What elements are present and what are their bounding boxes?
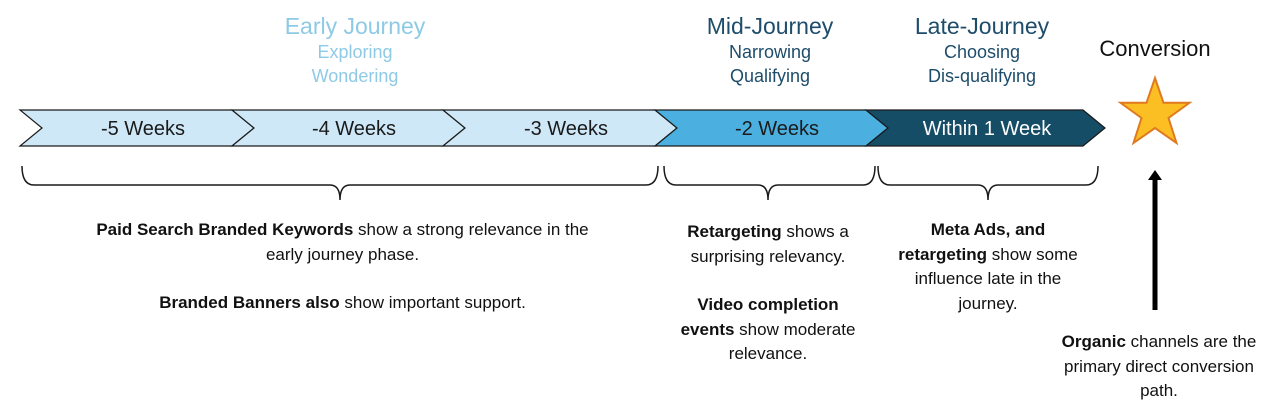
description-early: Paid Search Branded Keywords show a stro…: [80, 218, 605, 316]
description-mid-p2: Video completion events show moderate re…: [672, 293, 864, 367]
description-early-p1-bold: Paid Search Branded Keywords: [96, 220, 354, 239]
description-conversion-p1: Organic channels are the primary direct …: [1043, 330, 1275, 404]
segment-label: -4 Weeks: [312, 118, 396, 140]
segment-label: Within 1 Week: [923, 118, 1053, 140]
description-late-p1: Meta Ads, and retargeting show some infl…: [890, 218, 1086, 316]
description-early-p2: Branded Banners also show important supp…: [80, 291, 605, 316]
conversion-title: Conversion: [1099, 36, 1211, 61]
description-mid-p2-bold: Video completion events: [680, 295, 839, 339]
description-early-p1-text: show a strong relevance in the early jou…: [265, 220, 589, 264]
segment-within-1-week: [864, 109, 1106, 147]
description-early-p1: Paid Search Branded Keywords show a stro…: [80, 218, 605, 267]
segment-label: -2 Weeks: [735, 118, 819, 140]
phase-early: Early Journey Exploring Wondering: [255, 12, 455, 88]
description-conversion-p1-text: channels are the primary direct conversi…: [1064, 332, 1257, 400]
arrow-up-icon: [1148, 170, 1162, 310]
phase-late: Late-Journey Choosing Dis-qualifying: [882, 12, 1082, 88]
segment-label: -5 Weeks: [101, 118, 185, 140]
description-mid: Retargeting shows a surprising relevancy…: [672, 220, 864, 367]
description-early-p2-text: show important support.: [339, 293, 526, 312]
description-conversion: Organic channels are the primary direct …: [1043, 330, 1275, 404]
phase-mid-sub2: Qualifying: [729, 66, 811, 86]
description-conversion-p1-bold: Organic: [1061, 332, 1126, 351]
phase-early-sub1: Exploring: [317, 42, 393, 62]
description-mid-p1-text: shows a surprising relevancy.: [690, 222, 849, 266]
phase-mid-sub1: Narrowing: [728, 42, 812, 62]
phase-early-title: Early Journey: [284, 13, 426, 39]
description-late-p1-text: show some influence late in the journey.: [914, 244, 1078, 313]
star-icon: [1117, 74, 1193, 146]
brace-late: [877, 165, 1099, 201]
segment-label: -3 Weeks: [524, 118, 608, 140]
phase-late-sub2: Dis-qualifying: [927, 66, 1037, 86]
description-mid-p1: Retargeting shows a surprising relevancy…: [672, 220, 864, 269]
timeline-bar: -5 Weeks -4 Weeks -3 Weeks -2 Weeks With…: [18, 109, 1106, 147]
brace-early: [21, 165, 659, 201]
description-early-p2-bold: Branded Banners also: [159, 293, 340, 312]
description-late-p1-bold: Meta Ads, and retargeting: [898, 220, 1046, 264]
phase-late-sub1: Choosing: [943, 42, 1021, 62]
phase-mid: Mid-Journey Narrowing Qualifying: [670, 12, 870, 88]
description-mid-p2-text: show moderate relevance.: [728, 319, 856, 364]
phase-mid-title: Mid-Journey: [706, 13, 834, 39]
description-mid-p1-bold: Retargeting: [687, 222, 782, 241]
brace-mid: [663, 165, 876, 201]
description-late: Meta Ads, and retargeting show some infl…: [890, 218, 1086, 316]
phase-early-sub2: Wondering: [311, 66, 399, 86]
phase-late-title: Late-Journey: [914, 13, 1050, 39]
